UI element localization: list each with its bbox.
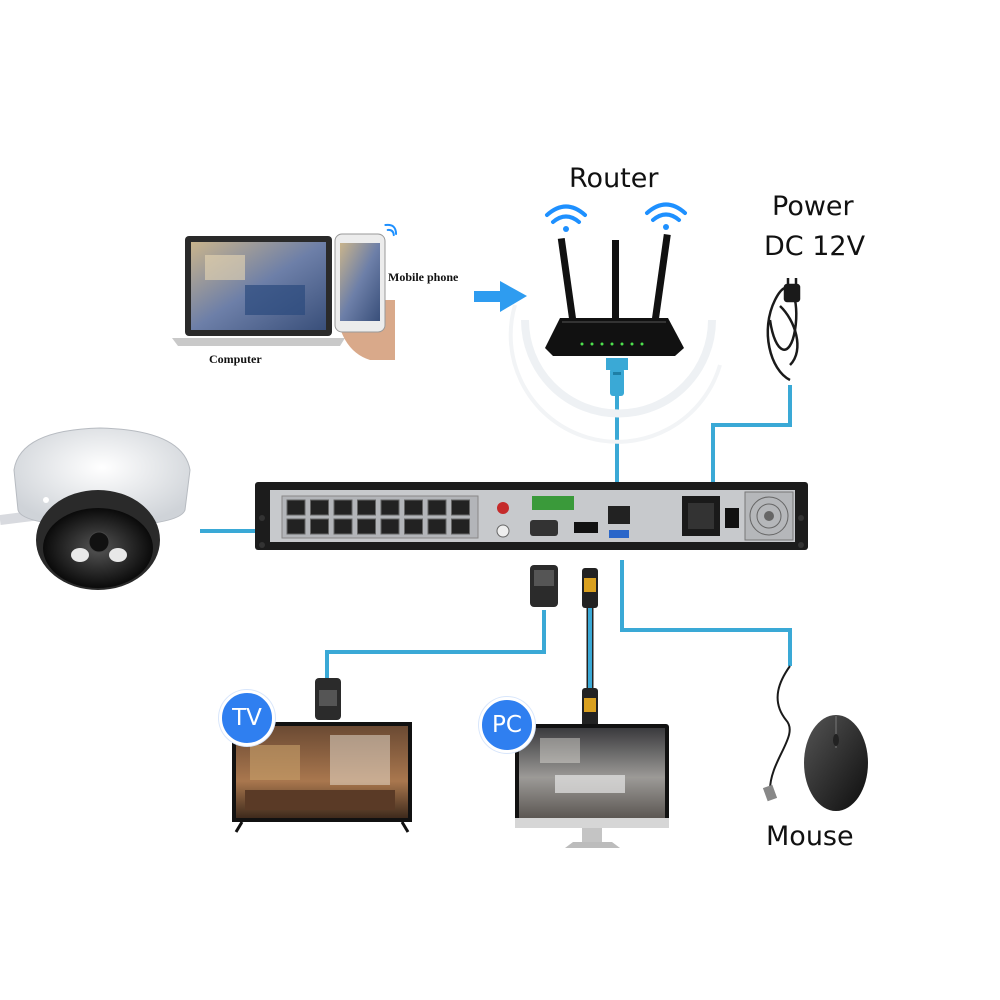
poe-port (286, 518, 306, 535)
cables (200, 385, 792, 690)
poe-port (310, 518, 329, 535)
pc-monitor (515, 724, 669, 848)
hdmi-plug-icon (582, 568, 598, 608)
mouse-label: Mouse (766, 821, 854, 852)
mobile-phone (334, 233, 395, 360)
power-voltage-label: DC 12V (764, 231, 866, 262)
router (508, 233, 722, 444)
tv-badge: TV (219, 690, 275, 746)
poe-port (286, 499, 306, 516)
poe-port (427, 499, 447, 516)
vga-plug-icon (530, 565, 558, 607)
poe-port (380, 499, 400, 516)
wifi-icon (545, 204, 587, 232)
wifi-icon (384, 223, 398, 237)
poe-port (451, 499, 470, 516)
arrow-right-icon (474, 281, 527, 312)
poe-port (380, 518, 400, 535)
poe-port (333, 499, 353, 516)
rj45-plug-icon (606, 358, 628, 396)
poe-port (357, 518, 376, 535)
pc-badge: PC (479, 697, 535, 753)
nvr-recorder (255, 482, 808, 550)
poe-port (451, 518, 470, 535)
power-cable (711, 385, 792, 495)
poe-port (333, 518, 353, 535)
poe-port (310, 499, 329, 516)
poe-port (427, 518, 447, 535)
vga-cable (325, 610, 546, 680)
mobile-phone-label: Mobile phone (388, 270, 459, 284)
poe-port (404, 518, 423, 535)
wifi-icon (645, 202, 687, 230)
vga-plug-icon (315, 678, 341, 720)
dome-camera (0, 427, 191, 590)
power-plug-icon (766, 278, 801, 382)
computer-label: Computer (209, 352, 262, 366)
router-label: Router (569, 163, 659, 194)
hdmi-plug-icon (582, 688, 598, 728)
poe-port (357, 499, 376, 516)
laptop (172, 236, 345, 346)
mouse (762, 665, 868, 811)
poe-port (404, 499, 423, 516)
power-label: Power (772, 191, 854, 222)
usb-cable (620, 560, 792, 666)
